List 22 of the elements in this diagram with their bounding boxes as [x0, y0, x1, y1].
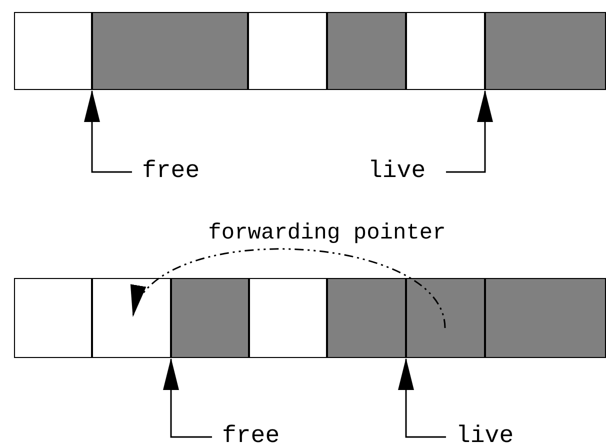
memory-cell [92, 278, 171, 358]
leader-arrow [398, 358, 446, 438]
memory-cell [406, 12, 485, 90]
memory-cell [171, 278, 249, 358]
pointer-label: free [212, 423, 280, 447]
memory-cell [249, 278, 327, 358]
memory-cell [406, 278, 485, 358]
leader-arrow [163, 358, 212, 438]
pointer-label: live [446, 423, 514, 447]
memory-cell [485, 12, 606, 90]
memory-cell [485, 278, 606, 358]
memory-cell [327, 12, 406, 90]
memory-cell [248, 12, 327, 90]
pointer-label: free [132, 158, 200, 186]
leader-arrow [446, 90, 493, 173]
memory-cell [14, 278, 92, 358]
pointer-arrow [132, 248, 446, 328]
memory-cell [14, 12, 92, 90]
leader-arrow [84, 90, 132, 173]
pointer-label: live [368, 158, 438, 186]
memory-cell [92, 12, 248, 90]
memory-cell [327, 278, 406, 358]
